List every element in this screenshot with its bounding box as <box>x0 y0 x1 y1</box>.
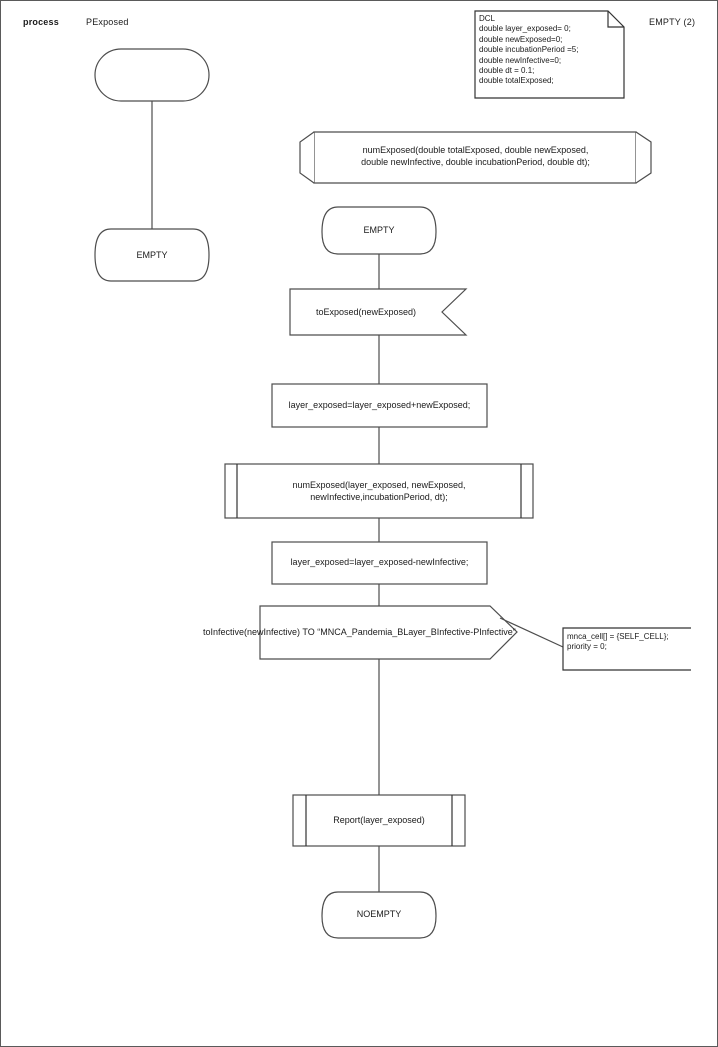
process-keyword-label: process <box>23 17 59 27</box>
output-symbol <box>259 605 518 660</box>
procedure-declaration-left-flag <box>299 131 315 184</box>
procedure-declaration-symbol <box>313 131 637 184</box>
task-symbol-1 <box>271 383 488 428</box>
procedure-call-symbol-report <box>292 794 466 847</box>
task-symbol-2 <box>271 541 488 585</box>
start-symbol <box>94 48 210 102</box>
comment-note-text: mnca_cell[] = {SELF_CELL}; priority = 0; <box>567 632 669 652</box>
state-symbol-empty-main <box>321 206 437 255</box>
process-name-label: PExposed <box>86 17 129 27</box>
state-symbol-noempty <box>321 891 437 939</box>
connector-output-to-comment <box>499 617 564 648</box>
state-symbol-empty-left <box>94 228 210 282</box>
dcl-note-shape <box>474 10 625 99</box>
comment-note-bracket <box>562 627 691 671</box>
dcl-note-text: DCL double layer_exposed= 0; double newE… <box>479 14 579 86</box>
procedure-declaration-right-flag <box>635 131 652 184</box>
page-number-label: EMPTY (2) <box>649 17 696 27</box>
input-symbol <box>289 288 468 336</box>
procedure-call-symbol <box>224 463 534 519</box>
dcl-note-fold <box>607 11 624 28</box>
